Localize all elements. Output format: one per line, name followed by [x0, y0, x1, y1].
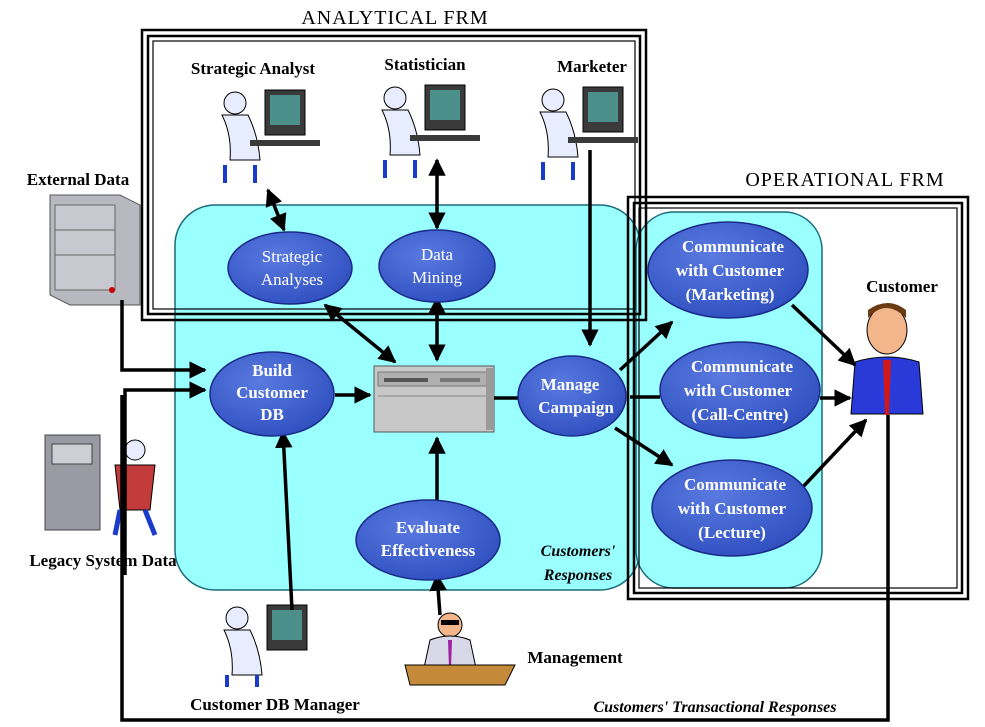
customers-responses-line2: Responses: [543, 567, 612, 584]
node-build-line3: DB: [260, 405, 284, 424]
customer-icon: [850, 303, 924, 415]
customer-label: Customer: [866, 277, 938, 296]
statistician-icon: [381, 84, 480, 178]
node-comm-lecture: Communicate with Customer (Lecture): [651, 459, 813, 557]
external-data-server-icon: [49, 194, 141, 306]
node-manage-line2: Campaign: [538, 398, 614, 417]
operational-frame-title: OPERATIONAL FRM: [745, 169, 944, 191]
marketer-label: Marketer: [557, 57, 627, 76]
node-evaluate-line2: Effectiveness: [381, 541, 476, 560]
node-comm-marketing: Communicate with Customer (Marketing): [647, 221, 809, 319]
customers-responses-line1: Customers': [541, 543, 616, 560]
marketer-icon: [539, 86, 638, 180]
node-comm-lecture-line1: Communicate: [684, 475, 786, 494]
node-comm-lecture-line2: with Customer: [678, 499, 787, 518]
node-comm-callcentre-line1: Communicate: [691, 357, 793, 376]
analytical-frame-title: ANALYTICAL FRM: [301, 7, 488, 29]
node-evaluate-line1: Evaluate: [396, 518, 461, 537]
management-icon: [404, 612, 516, 686]
legacy-system-icon: [44, 434, 158, 536]
node-comm-lecture-line3: (Lecture): [698, 523, 766, 542]
data-warehouse-icon: [373, 365, 495, 433]
node-data-mining: Data Mining: [378, 229, 496, 303]
node-data-mining-line1: Data: [421, 245, 454, 264]
legacy-system-label: Legacy System Data: [29, 551, 177, 570]
customer-db-manager-icon: [223, 604, 308, 687]
management-label: Management: [527, 648, 623, 667]
node-comm-marketing-line2: with Customer: [676, 261, 785, 280]
node-comm-callcentre-line2: with Customer: [684, 381, 793, 400]
node-comm-marketing-line1: Communicate: [682, 237, 784, 256]
strategic-analyst-label: Strategic Analyst: [191, 59, 316, 78]
node-manage-campaign: Manage Campaign: [517, 355, 627, 437]
statistician-label: Statistician: [384, 55, 466, 74]
node-comm-marketing-line3: (Marketing): [686, 285, 775, 304]
node-evaluate-effectiveness: Evaluate Effectiveness: [355, 499, 501, 581]
external-data-label: External Data: [27, 170, 130, 189]
strategic-analyst-icon: [221, 89, 320, 183]
node-comm-callcentre-line3: (Call-Centre): [692, 405, 789, 424]
node-strategic-analyses: Strategic Analyses: [227, 231, 353, 305]
node-strategic-analyses-line2: Analyses: [261, 270, 323, 289]
node-build-line2: Customer: [236, 383, 308, 402]
node-manage-line1: Manage: [541, 375, 600, 394]
node-data-mining-line2: Mining: [412, 268, 463, 287]
transactional-responses-label: Customers' Transactional Responses: [593, 699, 836, 716]
node-build-line1: Build: [252, 361, 292, 380]
node-build-customer-db: Build Customer DB: [209, 351, 335, 437]
node-comm-callcentre: Communicate with Customer (Call-Centre): [659, 341, 821, 439]
connectors: [120, 150, 890, 722]
customer-db-manager-label: Customer DB Manager: [190, 695, 360, 714]
node-strategic-analyses-line1: Strategic: [262, 247, 323, 266]
